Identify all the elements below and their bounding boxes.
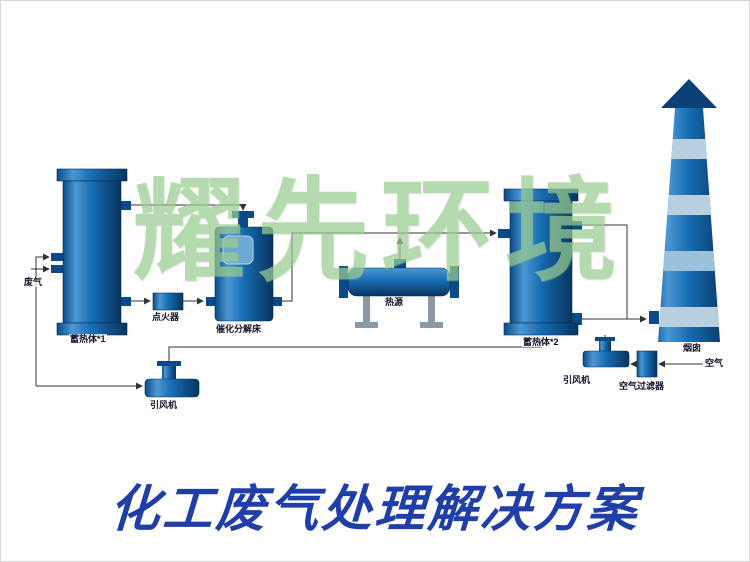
label-fan-right: 引风机 — [562, 375, 592, 386]
fan-right-shape — [582, 337, 630, 368]
label-igniter: 点火器 — [151, 312, 181, 323]
flow-line-reg1-to-bed-top — [126, 203, 247, 211]
label-waste-gas: 废气 — [23, 277, 44, 288]
page-title: 化工废气处理解决方案 — [108, 481, 642, 537]
catalytic-bed-vessel — [206, 211, 282, 322]
label-fan-left: 引风机 — [149, 400, 179, 411]
fan-left-shape — [144, 361, 200, 398]
air-filter-shape — [636, 350, 658, 378]
heat-source-tank — [339, 259, 459, 328]
chimney-cap — [661, 79, 717, 108]
chimney-stack — [649, 79, 720, 342]
regenerator1-vessel — [51, 168, 131, 336]
flow-line-reg2-top-down — [582, 224, 628, 319]
label-regenerator2: 蓄热体*2 — [522, 337, 560, 348]
label-chimney: 烟囱 — [682, 343, 703, 354]
label-air: 空气 — [704, 358, 725, 369]
bed-window — [222, 235, 254, 265]
label-heat-source: 热源 — [384, 297, 405, 308]
flow-line-fan-return — [168, 337, 545, 363]
igniter-box — [152, 292, 184, 311]
chimney-inlet — [649, 311, 659, 324]
flow-line-wastegas-in — [35, 253, 50, 386]
label-air-filter: 空气过滤器 — [618, 381, 666, 392]
label-catalytic-bed: 催化分解床 — [215, 324, 263, 335]
flow-line-bed-to-reg2 — [282, 229, 497, 302]
label-regenerator1: 蓄热体*1 — [69, 334, 107, 345]
regenerator2-vessel — [498, 188, 582, 336]
